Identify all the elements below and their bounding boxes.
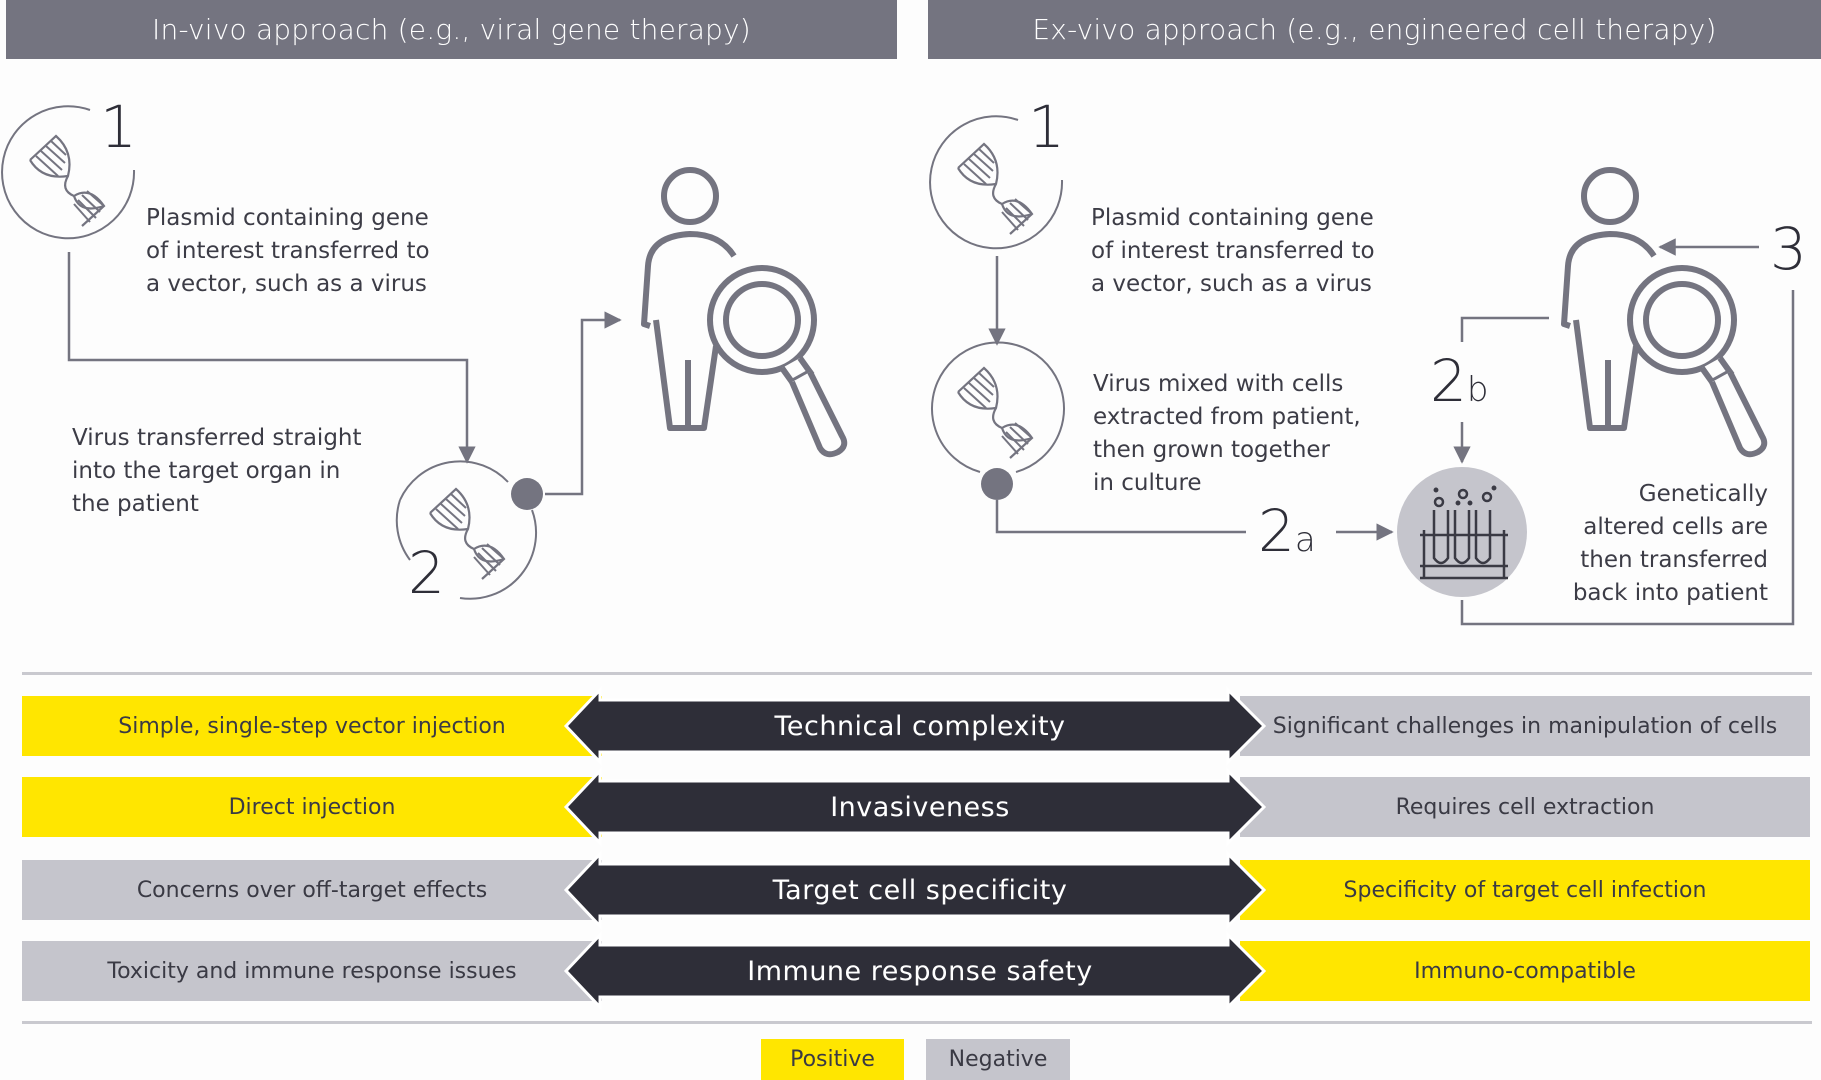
in-vivo-assessment-text: Concerns over off-target effects bbox=[136, 877, 488, 903]
criterion-label: Invasiveness bbox=[830, 791, 1010, 823]
criterion-label: Technical complexity bbox=[774, 710, 1066, 742]
dna-icon bbox=[956, 142, 1034, 236]
ex-vivo-assessment-text: Significant challenges in manipulation o… bbox=[1272, 713, 1778, 739]
double-arrow bbox=[563, 931, 1267, 1011]
ex-vivo-step2a-number: 2 bbox=[1258, 497, 1295, 565]
ex-vivo-step1-text: Plasmid containing gene of interest tran… bbox=[1091, 205, 1375, 297]
ex-vivo-step2a-suffix: a bbox=[1294, 520, 1316, 560]
ex-vivo-step2a-label: 2a bbox=[1258, 502, 1316, 569]
culture-icon bbox=[1397, 467, 1527, 597]
virus-dot bbox=[981, 468, 1013, 500]
in-vivo-step2-number: 2 bbox=[408, 539, 445, 607]
in-vivo-header: In-vivo approach (e.g., viral gene thera… bbox=[6, 0, 897, 59]
ex-vivo-assessment: Requires cell extraction bbox=[1240, 777, 1810, 837]
ex-vivo-header: Ex-vivo approach (e.g., engineered cell … bbox=[928, 0, 1821, 59]
in-vivo-connector-2-patient bbox=[545, 311, 622, 496]
ex-vivo-patient bbox=[1564, 170, 1764, 454]
in-vivo-step2-icon bbox=[395, 460, 543, 600]
ex-vivo-connector-return bbox=[1460, 290, 1795, 626]
in-vivo-step1-circle bbox=[1, 105, 136, 240]
in-vivo-assessment: Concerns over off-target effects bbox=[22, 860, 602, 920]
process-diagram bbox=[1, 105, 1795, 626]
ex-vivo-step2-text: Virus mixed with cells extracted from pa… bbox=[1093, 371, 1361, 496]
in-vivo-connector-1-2 bbox=[67, 252, 476, 464]
ex-vivo-step3-number: 3 bbox=[1770, 215, 1807, 283]
double-arrow-shape bbox=[563, 686, 1267, 766]
in-vivo-assessment: Direct injection bbox=[22, 777, 602, 837]
in-vivo-step2-text: Virus transferred straight into the targ… bbox=[72, 425, 362, 517]
in-vivo-assessment: Simple, single-step vector injection bbox=[22, 696, 602, 756]
double-arrow-shape bbox=[563, 850, 1267, 930]
ex-vivo-step2b-suffix: b bbox=[1466, 370, 1489, 410]
ex-vivo-step2b-number: 2 bbox=[1430, 347, 1467, 415]
in-vivo-assessment-text: Direct injection bbox=[228, 794, 396, 820]
legend-negative-label: Negative bbox=[948, 1047, 1048, 1072]
ex-vivo-assessment: Significant challenges in manipulation o… bbox=[1240, 696, 1810, 756]
divider-bottom bbox=[22, 1021, 1812, 1024]
virus-dot bbox=[511, 478, 543, 510]
magnifying-glass-icon bbox=[1630, 268, 1764, 454]
ex-vivo-assessment-text: Immuno-compatible bbox=[1414, 958, 1636, 984]
ex-vivo-step2b-label: 2b bbox=[1430, 352, 1489, 419]
in-vivo-step1-icon bbox=[1, 105, 136, 240]
in-vivo-header-title: In-vivo approach (e.g., viral gene thera… bbox=[152, 13, 751, 46]
ex-vivo-header-title: Ex-vivo approach (e.g., engineered cell … bbox=[1032, 13, 1717, 46]
dna-icon bbox=[956, 366, 1034, 460]
test-tubes-icon bbox=[1420, 485, 1508, 580]
ex-vivo-assessment-text: Requires cell extraction bbox=[1395, 794, 1655, 820]
dna-icon bbox=[28, 134, 106, 228]
in-vivo-step1-text: Plasmid containing gene of interest tran… bbox=[146, 205, 430, 297]
criterion-label: Target cell specificity bbox=[772, 874, 1068, 906]
in-vivo-assessment-text: Toxicity and immune response issues bbox=[107, 958, 517, 984]
divider-top bbox=[22, 672, 1812, 675]
double-arrow bbox=[563, 686, 1267, 766]
double-arrow bbox=[563, 850, 1267, 930]
legend-negative: Negative bbox=[926, 1039, 1070, 1080]
in-vivo-assessment: Toxicity and immune response issues bbox=[22, 941, 602, 1001]
ex-vivo-step1-number: 1 bbox=[1028, 93, 1065, 161]
ex-vivo-step2-icon bbox=[931, 341, 1065, 500]
double-arrow-shape bbox=[563, 931, 1267, 1011]
ex-vivo-connector-2b-top bbox=[1460, 316, 1549, 342]
in-vivo-step1-number: 1 bbox=[100, 93, 137, 161]
ex-vivo-connector-2a bbox=[995, 500, 1246, 534]
criterion-label: Immune response safety bbox=[747, 955, 1093, 987]
double-arrow-shape bbox=[563, 767, 1267, 847]
ex-vivo-assessment: Specificity of target cell infection bbox=[1240, 860, 1810, 920]
ex-vivo-assessment: Immuno-compatible bbox=[1240, 941, 1810, 1001]
legend-positive: Positive bbox=[761, 1039, 904, 1080]
ex-vivo-step1-icon bbox=[929, 115, 1064, 250]
ex-vivo-assessment-text: Specificity of target cell infection bbox=[1343, 877, 1707, 903]
in-vivo-patient bbox=[644, 170, 844, 454]
double-arrow bbox=[563, 767, 1267, 847]
in-vivo-assessment-text: Simple, single-step vector injection bbox=[118, 713, 506, 739]
ex-vivo-step3-text: Genetically altered cells are then trans… bbox=[1572, 481, 1768, 606]
magnifying-glass-icon bbox=[710, 268, 844, 454]
legend-positive-label: Positive bbox=[790, 1047, 875, 1072]
